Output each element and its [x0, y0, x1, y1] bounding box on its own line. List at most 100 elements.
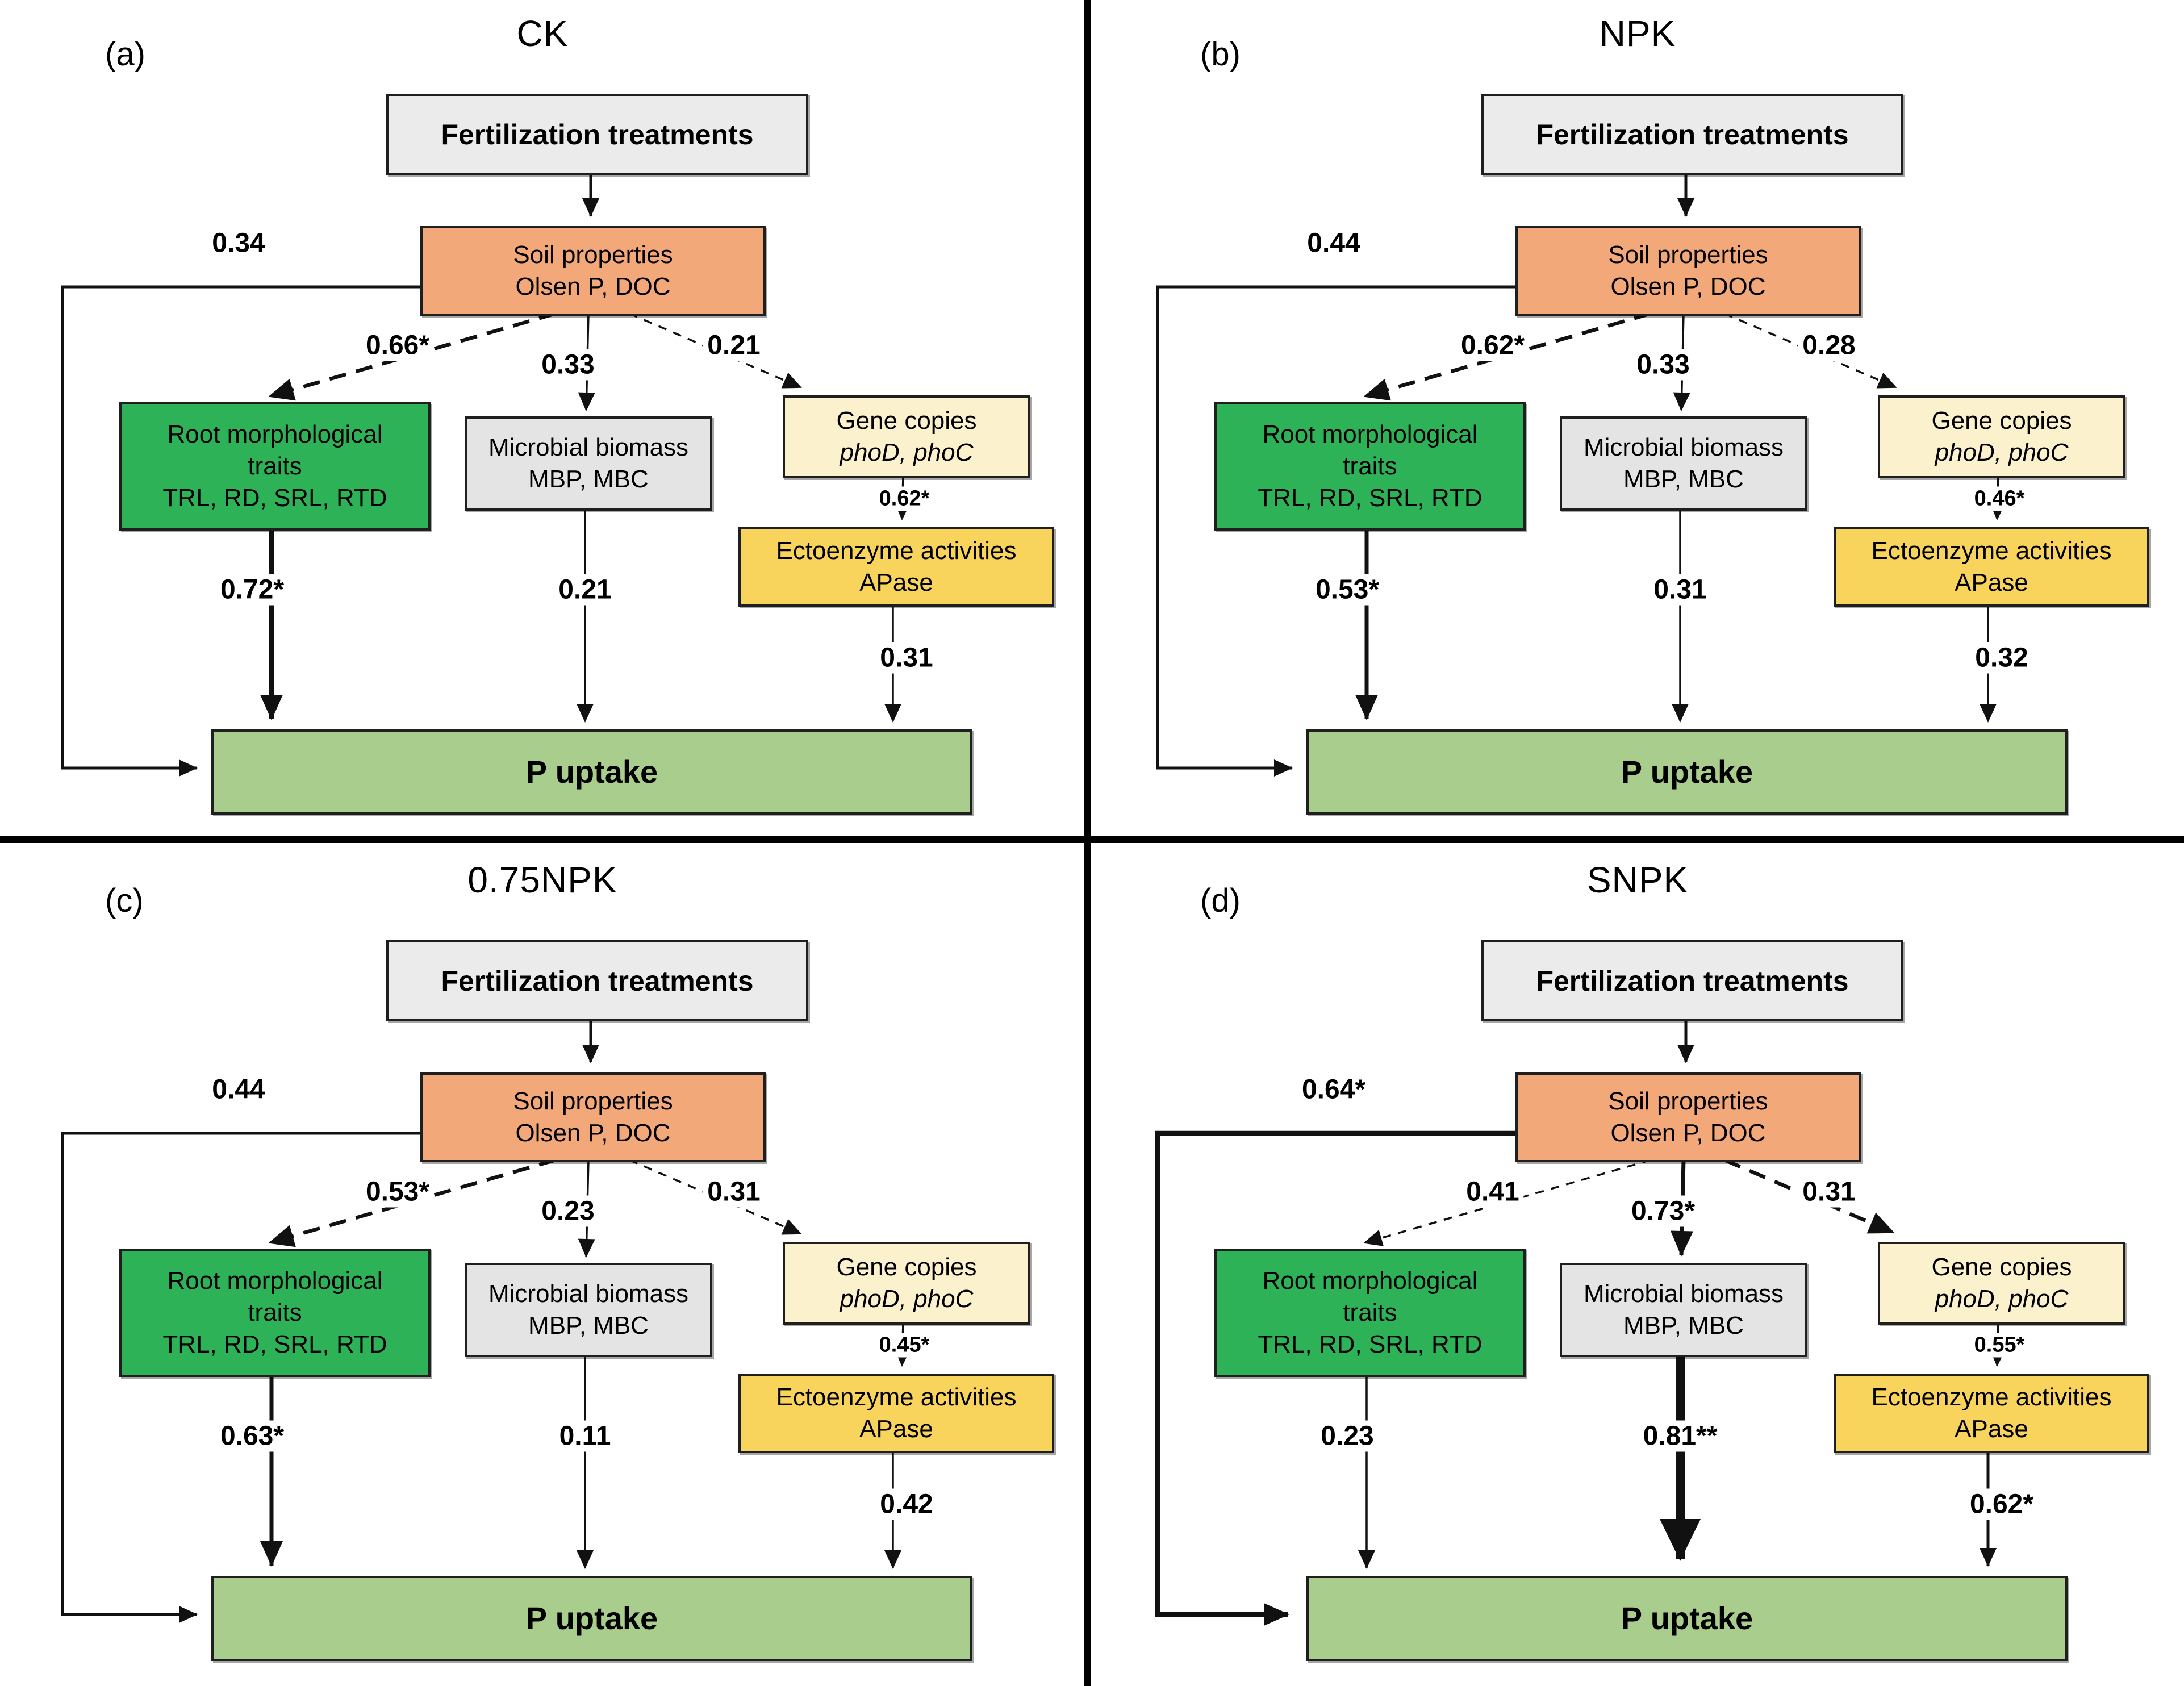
- box-soil-properties: Soil properties Olsen P, DOC: [1515, 1072, 1861, 1162]
- coef-soil-to-root: 0.53*: [361, 1176, 435, 1208]
- root-variables: TRL, RD, SRL, RTD: [1258, 1330, 1483, 1359]
- box-fertilization-treatments: Fertilization treatments: [386, 94, 808, 175]
- coef-soil-to-root: 0.41: [1461, 1176, 1524, 1208]
- box-p-uptake: P uptake: [1306, 1576, 2068, 1661]
- coef-microbial-to-puptake: 0.11: [554, 1420, 616, 1452]
- box-root-morphological-traits: Root morphological traits TRL, RD, SRL, …: [1214, 1249, 1526, 1377]
- soil-variables: Olsen P, DOC: [1610, 1119, 1766, 1147]
- coef-ecto-to-puptake: 0.62*: [1965, 1488, 2039, 1520]
- box-root-morphological-traits: Root morphological traits TRL, RD, SRL, …: [1214, 402, 1526, 531]
- microbial-variables: MBP, MBC: [528, 1312, 649, 1339]
- microbial-variables: MBP, MBC: [1623, 465, 1744, 493]
- coef-ecto-to-puptake: 0.42: [875, 1488, 938, 1520]
- panel-divider-horizontal: [0, 836, 2184, 843]
- gene-label: Gene copies: [836, 406, 977, 435]
- gene-variables: phoD, phoC: [840, 1285, 974, 1313]
- ecto-label: Ectoenzyme activities: [1871, 1383, 2112, 1411]
- coef-microbial-to-puptake: 0.81**: [1638, 1420, 1722, 1452]
- arrow-soil-direct-to-puptake: [61, 285, 420, 777]
- ecto-label: Ectoenzyme activities: [1871, 536, 2112, 565]
- box-fertilization-treatments: Fertilization treatments: [386, 940, 808, 1021]
- root-label-1: Root morphological: [167, 420, 383, 448]
- panel-title: CK: [516, 13, 569, 54]
- root-label-2: traits: [248, 1298, 302, 1326]
- box-root-morphological-traits: Root morphological traits TRL, RD, SRL, …: [119, 1249, 431, 1377]
- root-label-1: Root morphological: [1262, 420, 1478, 448]
- box-ectoenzyme-activities: Ectoenzyme activities APase: [738, 527, 1054, 607]
- panel-letter: (a): [105, 36, 145, 73]
- box-soil-properties: Soil properties Olsen P, DOC: [420, 1072, 766, 1162]
- coef-gene-to-ecto: 0.55*: [1969, 1333, 2030, 1358]
- coef-root-to-puptake: 0.23: [1316, 1420, 1379, 1452]
- root-label-2: traits: [1343, 1298, 1397, 1326]
- p-uptake-label: P uptake: [1621, 754, 1753, 790]
- ecto-variables: APase: [1955, 569, 2028, 596]
- box-fertilization-treatments: Fertilization treatments: [1481, 94, 1903, 175]
- gene-variables: phoD, phoC: [1935, 439, 2069, 466]
- arrow-soil-direct-to-puptake: [1156, 285, 1515, 777]
- ecto-variables: APase: [1955, 1415, 2028, 1443]
- microbial-label: Microbial biomass: [488, 433, 689, 461]
- ecto-variables: APase: [859, 1415, 933, 1443]
- panel-npk: (b) NPK Fertilization treatments Soil pr…: [1095, 0, 2180, 838]
- coef-gene-to-ecto: 0.46*: [1969, 486, 2030, 511]
- root-variables: TRL, RD, SRL, RTD: [162, 484, 387, 512]
- root-variables: TRL, RD, SRL, RTD: [162, 1330, 387, 1359]
- coef-ecto-to-puptake: 0.32: [1970, 642, 2033, 674]
- coef-soil-to-root: 0.66*: [361, 329, 435, 361]
- gene-variables: phoD, phoC: [840, 439, 974, 466]
- soil-variables: Olsen P, DOC: [1610, 273, 1766, 301]
- gene-label: Gene copies: [1931, 406, 2072, 435]
- box-ectoenzyme-activities: Ectoenzyme activities APase: [1834, 527, 2149, 607]
- box-ectoenzyme-activities: Ectoenzyme activities APase: [1834, 1374, 2149, 1453]
- fertilization-label: Fertilization treatments: [441, 965, 754, 997]
- root-label-1: Root morphological: [167, 1266, 383, 1295]
- microbial-variables: MBP, MBC: [528, 465, 649, 493]
- coef-soil-direct: 0.34: [207, 227, 270, 259]
- coef-soil-direct: 0.44: [207, 1074, 270, 1105]
- gene-label: Gene copies: [1931, 1253, 2072, 1281]
- panel-letter: (c): [105, 882, 144, 919]
- coef-root-to-puptake: 0.63*: [215, 1420, 289, 1452]
- gene-variables: phoD, phoC: [1935, 1285, 2069, 1313]
- box-fertilization-treatments: Fertilization treatments: [1481, 940, 1903, 1021]
- coef-microbial-to-puptake: 0.31: [1649, 574, 1711, 606]
- box-root-morphological-traits: Root morphological traits TRL, RD, SRL, …: [119, 402, 431, 531]
- ecto-label: Ectoenzyme activities: [776, 536, 1017, 565]
- arrow-soil-direct-to-puptake: [61, 1132, 420, 1623]
- box-ectoenzyme-activities: Ectoenzyme activities APase: [738, 1374, 1054, 1453]
- root-label-2: traits: [1343, 452, 1397, 480]
- box-gene-copies: Gene copies phoD, phoC: [783, 395, 1030, 478]
- box-p-uptake: P uptake: [211, 729, 972, 815]
- coef-soil-to-gene: 0.21: [703, 329, 765, 361]
- panel-snpk: (d) SNPK Fertilization treatments Soil p…: [1095, 846, 2180, 1684]
- p-uptake-label: P uptake: [525, 1600, 658, 1637]
- soil-label: Soil properties: [513, 240, 673, 269]
- soil-variables: Olsen P, DOC: [515, 1119, 671, 1147]
- gene-label: Gene copies: [836, 1253, 977, 1281]
- coef-soil-to-microbial: 0.23: [537, 1195, 599, 1227]
- box-microbial-biomass: Microbial biomass MBP, MBC: [1560, 416, 1807, 511]
- box-soil-properties: Soil properties Olsen P, DOC: [420, 226, 766, 316]
- arrow-soil-direct-to-puptake: [1155, 1130, 1515, 1626]
- coef-microbial-to-puptake: 0.21: [554, 574, 616, 606]
- box-soil-properties: Soil properties Olsen P, DOC: [1515, 226, 1861, 316]
- box-gene-copies: Gene copies phoD, phoC: [1878, 395, 2125, 478]
- ecto-variables: APase: [859, 569, 933, 596]
- root-label-2: traits: [248, 452, 302, 480]
- panel-title: SNPK: [1586, 859, 1689, 900]
- fertilization-label: Fertilization treatments: [1536, 965, 1849, 997]
- microbial-label: Microbial biomass: [1583, 1279, 1784, 1308]
- microbial-variables: MBP, MBC: [1623, 1312, 1744, 1339]
- coef-soil-direct: 0.44: [1302, 227, 1365, 259]
- soil-variables: Olsen P, DOC: [515, 273, 671, 301]
- microbial-label: Microbial biomass: [1583, 433, 1784, 461]
- p-uptake-label: P uptake: [525, 754, 658, 790]
- box-p-uptake: P uptake: [1306, 729, 2068, 815]
- soil-label: Soil properties: [513, 1087, 673, 1115]
- panel-title: 0.75NPK: [467, 859, 617, 900]
- coef-soil-to-root: 0.62*: [1456, 329, 1530, 361]
- soil-label: Soil properties: [1608, 240, 1768, 269]
- coef-soil-to-gene: 0.28: [1798, 329, 1860, 361]
- coef-soil-to-microbial: 0.33: [537, 349, 599, 381]
